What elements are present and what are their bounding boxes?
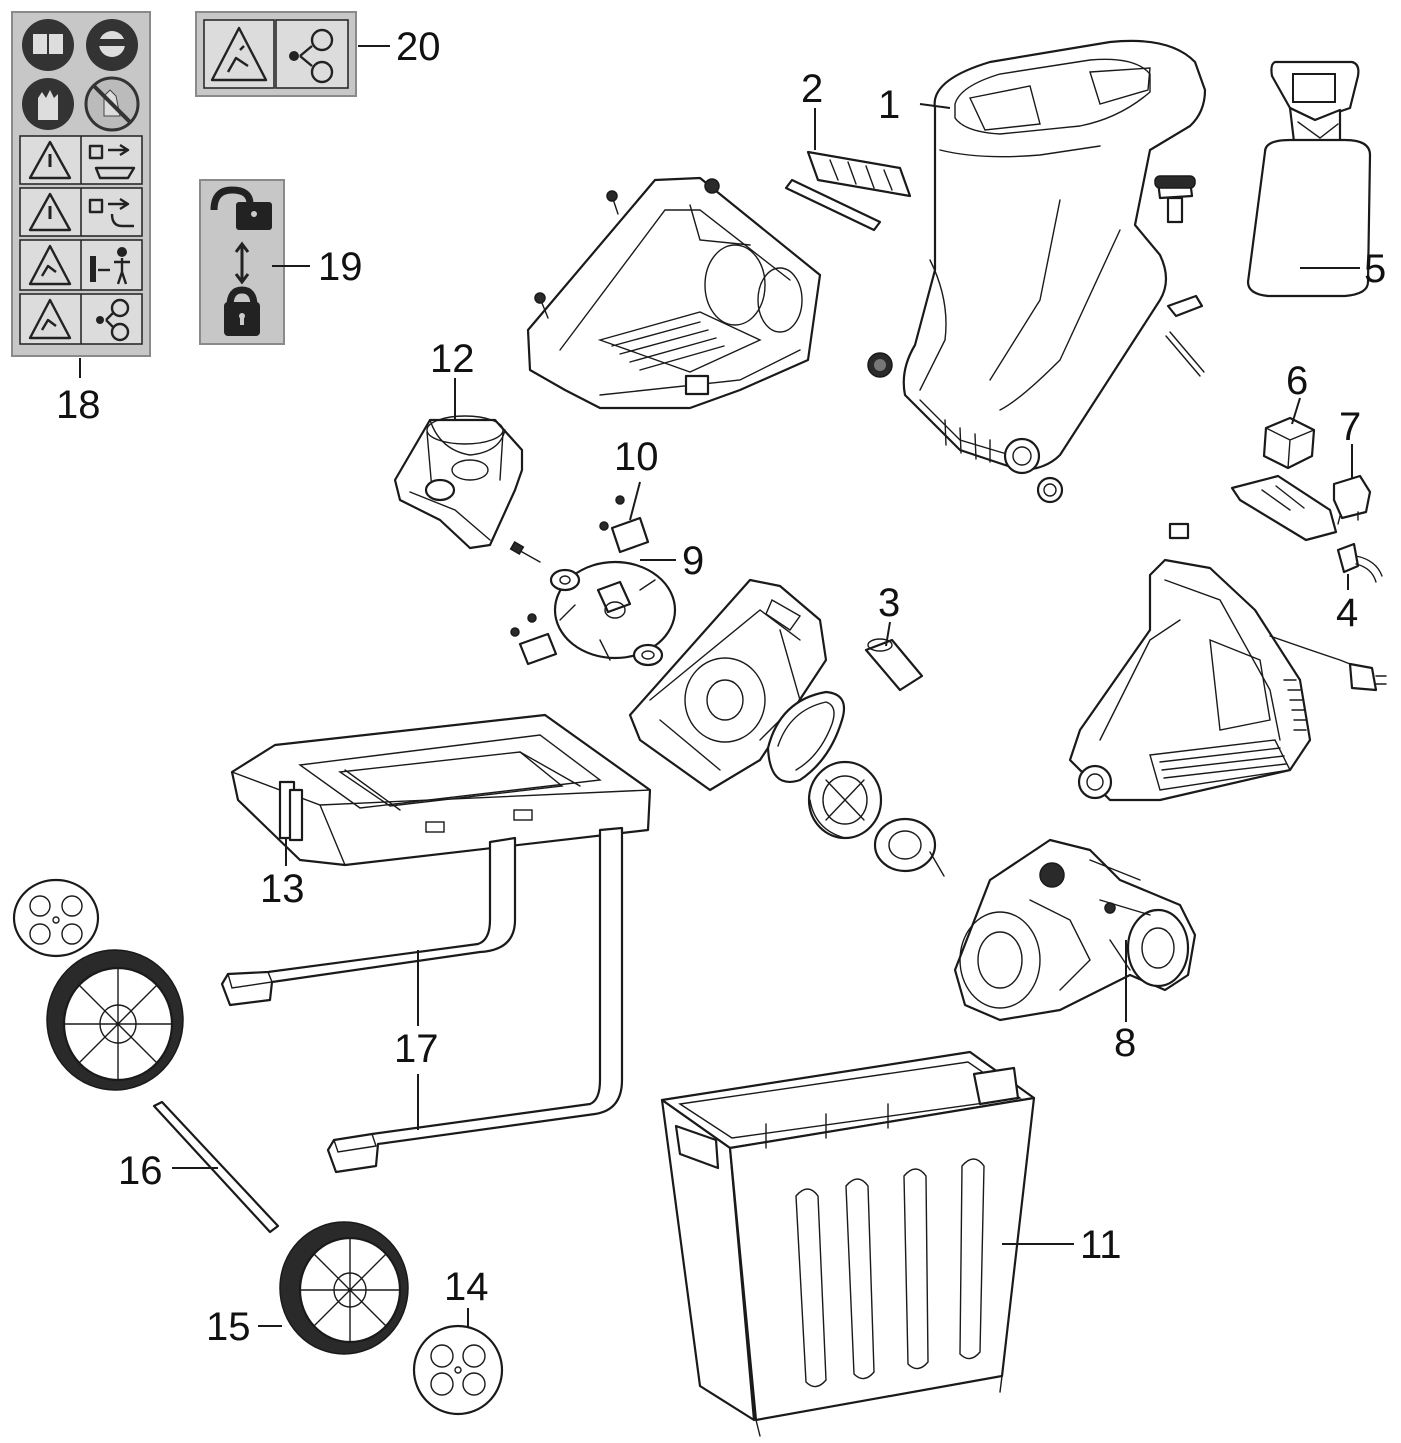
hazard-icon bbox=[210, 26, 268, 82]
collection-bin bbox=[660, 1050, 1036, 1437]
bearing-ring bbox=[873, 817, 945, 877]
callout-13: 13 bbox=[260, 867, 305, 911]
callout-1: 1 bbox=[878, 83, 900, 127]
locking-pin bbox=[864, 638, 924, 692]
callout-10: 10 bbox=[614, 435, 659, 479]
gear-pulley bbox=[807, 760, 883, 840]
blade-upper bbox=[599, 495, 650, 554]
chute-insert bbox=[393, 415, 524, 550]
hopper-housing bbox=[867, 39, 1207, 504]
warning-sticker bbox=[195, 11, 357, 97]
wheel-upper bbox=[46, 949, 184, 1091]
chassis-leg-front bbox=[326, 826, 624, 1174]
callout-19: 19 bbox=[318, 245, 363, 289]
callout-5: 5 bbox=[1364, 247, 1386, 291]
warning-icon bbox=[28, 192, 72, 232]
wheel-lower bbox=[279, 1221, 409, 1355]
rotating-blade-icon bbox=[289, 28, 334, 84]
chassis-leg-rear bbox=[220, 836, 517, 1007]
arrow-updown-icon bbox=[234, 241, 250, 285]
lock-sticker bbox=[199, 179, 285, 345]
rotating-blade-icon bbox=[96, 298, 130, 342]
motor bbox=[953, 838, 1197, 1022]
disc-fasteners bbox=[509, 541, 664, 667]
hub-cap-lower bbox=[412, 1324, 504, 1416]
callout-20: 20 bbox=[396, 25, 441, 69]
callout-3: 3 bbox=[878, 581, 900, 625]
callout-16: 16 bbox=[118, 1149, 163, 1193]
callout-8: 8 bbox=[1114, 1021, 1136, 1065]
no-hands-icon bbox=[84, 76, 140, 132]
warning-icon bbox=[28, 140, 72, 180]
motor-housing-lower bbox=[1068, 558, 1387, 802]
chassis-top-frame bbox=[230, 713, 652, 867]
lock-icon bbox=[224, 286, 260, 336]
drive-belt bbox=[766, 690, 846, 783]
hub-cap-upper bbox=[12, 878, 100, 958]
cable-clamp bbox=[1336, 542, 1383, 583]
callout-9: 9 bbox=[682, 539, 704, 583]
callout-18: 18 bbox=[56, 383, 101, 427]
hazard-icon bbox=[28, 244, 72, 286]
cutter-housing-frame bbox=[526, 176, 822, 410]
keep-distance-icon bbox=[90, 247, 130, 285]
unlock-icon bbox=[210, 186, 272, 230]
callout-14: 14 bbox=[444, 1265, 489, 1309]
safety-sticker-sheet bbox=[11, 11, 151, 357]
cutter-plate bbox=[628, 578, 828, 792]
manual-icon bbox=[22, 19, 74, 71]
hazard-icon bbox=[28, 298, 72, 340]
callout-7: 7 bbox=[1339, 405, 1361, 449]
callout-6: 6 bbox=[1286, 359, 1308, 403]
gloves-icon bbox=[22, 78, 74, 130]
callout-4: 4 bbox=[1336, 591, 1358, 635]
unplug-icon bbox=[88, 143, 136, 180]
switch-relay bbox=[1332, 474, 1372, 525]
callout-2: 2 bbox=[801, 67, 823, 111]
blade-strip bbox=[784, 150, 912, 232]
face-protection-icon bbox=[86, 19, 138, 71]
switch-box bbox=[1168, 416, 1338, 542]
unplug-icon bbox=[88, 197, 134, 228]
callout-17a: 17 bbox=[394, 1027, 439, 1071]
callout-12: 12 bbox=[430, 337, 475, 381]
callout-15: 15 bbox=[206, 1305, 251, 1349]
callout-11: 11 bbox=[1080, 1223, 1122, 1267]
cutting-disc bbox=[553, 560, 677, 661]
tamper bbox=[1246, 60, 1372, 298]
